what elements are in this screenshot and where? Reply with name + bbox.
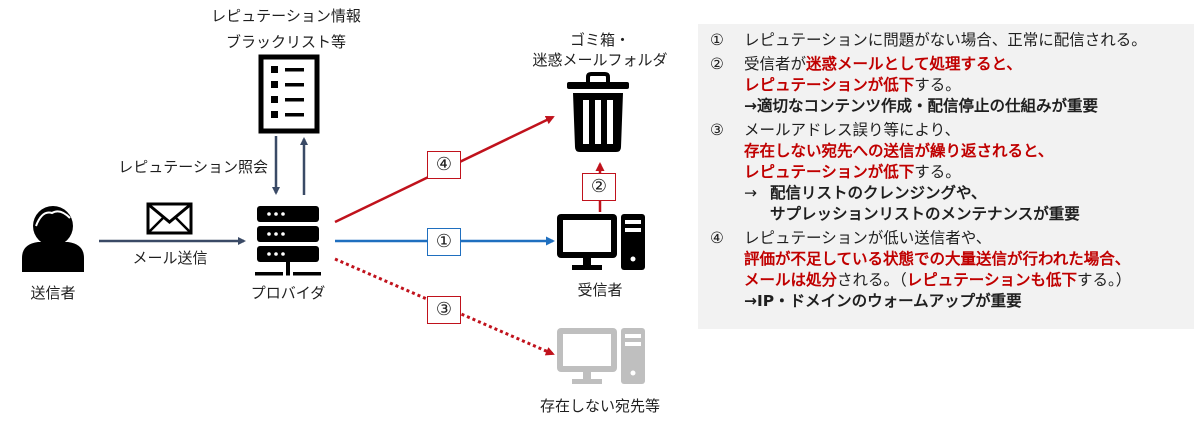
- computer-muted-icon: [557, 328, 645, 384]
- note-number: ②: [710, 55, 724, 73]
- step1-badge: ①: [427, 228, 461, 256]
- reputation-db-label-line2: ブラックリスト等: [225, 33, 346, 51]
- highlighted-text: メールは処分: [744, 271, 838, 289]
- note-body: レピュテーションに問題がない場合、正常に配信される。: [744, 30, 1186, 51]
- key-point-text: →適切なコンテンツ作成・配信停止の仕組みが重要: [744, 97, 1098, 115]
- reputation-query-label: レピュテーション照会: [118, 158, 268, 176]
- note-line: →適切なコンテンツ作成・配信停止の仕組みが重要: [744, 96, 1186, 117]
- note-line: 存在しない宛先への送信が繰り返されると、: [744, 141, 1186, 162]
- computer-icon: [557, 214, 645, 270]
- note-body: メールアドレス誤り等により、存在しない宛先への送信が繰り返されると、レピュテーシ…: [744, 120, 1186, 225]
- notes-panel: ① レピュテーションに問題がない場合、正常に配信される。 ② 受信者が迷惑メールとして…: [698, 24, 1194, 329]
- note-line: メールアドレス誤り等により、: [744, 120, 1186, 141]
- sender-label: 送信者: [30, 284, 76, 302]
- person-icon: [22, 206, 84, 272]
- highlighted-text: 存在しない宛先への送信が繰り返されると、: [744, 142, 1054, 160]
- note-text: する。: [914, 163, 961, 181]
- reputation-db-label-line1: レピュテーション情報: [211, 7, 361, 25]
- trash-label-line2: 迷惑メールフォルダ: [532, 51, 668, 69]
- recipient-label: 受信者: [577, 281, 623, 299]
- note-line: レピュテーションに問題がない場合、正常に配信される。: [744, 30, 1186, 51]
- trash-icon: [567, 72, 629, 152]
- arrow-marker: →: [744, 184, 757, 202]
- note-text: される。（: [837, 271, 907, 289]
- note-line: 受信者が迷惑メールとして処理すると、: [744, 54, 1186, 75]
- highlighted-text: レピュテーションも低下: [906, 271, 1077, 289]
- step2-badge: ②: [582, 173, 616, 201]
- note-body: 受信者が迷惑メールとして処理すると、レピュテーションが低下する。→適切なコンテン…: [744, 54, 1186, 117]
- note-number: ①: [710, 31, 724, 49]
- highlighted-text: レピュテーションが低下: [744, 163, 915, 181]
- key-point-text: →IP・ドメインのウォームアップが重要: [744, 292, 1022, 310]
- note-body: レピュテーションが低い送信者や、評価が不足している状態での大量送信が行われた場合…: [744, 228, 1186, 312]
- step3-arrow: [334, 257, 555, 356]
- note-text: する。）: [1076, 271, 1132, 289]
- server-icon: [255, 206, 321, 276]
- step3-badge: ③: [427, 296, 461, 324]
- note-number: ④: [710, 229, 724, 247]
- note-text: 受信者が: [744, 55, 807, 73]
- key-point-text: サプレッションリストのメンテナンスが重要: [770, 205, 1080, 223]
- note-line: レピュテーションが低下する。: [744, 162, 1186, 183]
- note-line: レピュテーションが低い送信者や、: [744, 228, 1186, 249]
- note-number: ③: [710, 121, 724, 139]
- send-mail-label: メール送信: [132, 249, 208, 267]
- trash-label: ゴミ箱・ 迷惑メールフォルダ: [520, 30, 680, 70]
- note-line: メールは処分される。（レピュテーションも低下する。）: [744, 270, 1186, 291]
- reputation-db-label: レピュテーション情報 ブラックリスト等: [196, 6, 376, 52]
- list-document-icon: [258, 54, 320, 134]
- key-point-text: 配信リストのクレンジングや、: [770, 184, 987, 202]
- note-text: する。: [914, 76, 961, 94]
- note-line: レピュテーションが低下する。: [744, 75, 1186, 96]
- highlighted-text: 評価が不足している状態での大量送信が行われた場合、: [744, 250, 1131, 268]
- note-text: レピュテーションが低い送信者や、: [744, 229, 992, 247]
- highlighted-text: レピュテーションが低下: [744, 76, 915, 94]
- note-text: メールアドレス誤り等により、: [744, 121, 961, 139]
- trash-label-line1: ゴミ箱・: [569, 31, 630, 49]
- note-line: →IP・ドメインのウォームアップが重要: [744, 291, 1186, 312]
- step4-badge: ④: [427, 151, 461, 179]
- note-text: レピュテーションに問題がない場合、正常に配信される。: [744, 31, 1147, 49]
- note-item: ① レピュテーションに問題がない場合、正常に配信される。: [706, 30, 1186, 51]
- nonexistent-label: 存在しない宛先等: [539, 397, 660, 415]
- provider-label: プロバイダ: [250, 284, 326, 302]
- highlighted-text: 迷惑メールとして処理すると、: [806, 55, 1022, 73]
- note-line: サプレッションリストのメンテナンスが重要: [744, 204, 1186, 225]
- note-line: 評価が不足している状態での大量送信が行われた場合、: [744, 249, 1186, 270]
- note-item: ④ レピュテーションが低い送信者や、評価が不足している状態での大量送信が行われた場…: [706, 228, 1186, 312]
- note-line: → 配信リストのクレンジングや、: [744, 183, 1186, 204]
- envelope-icon: [146, 202, 193, 235]
